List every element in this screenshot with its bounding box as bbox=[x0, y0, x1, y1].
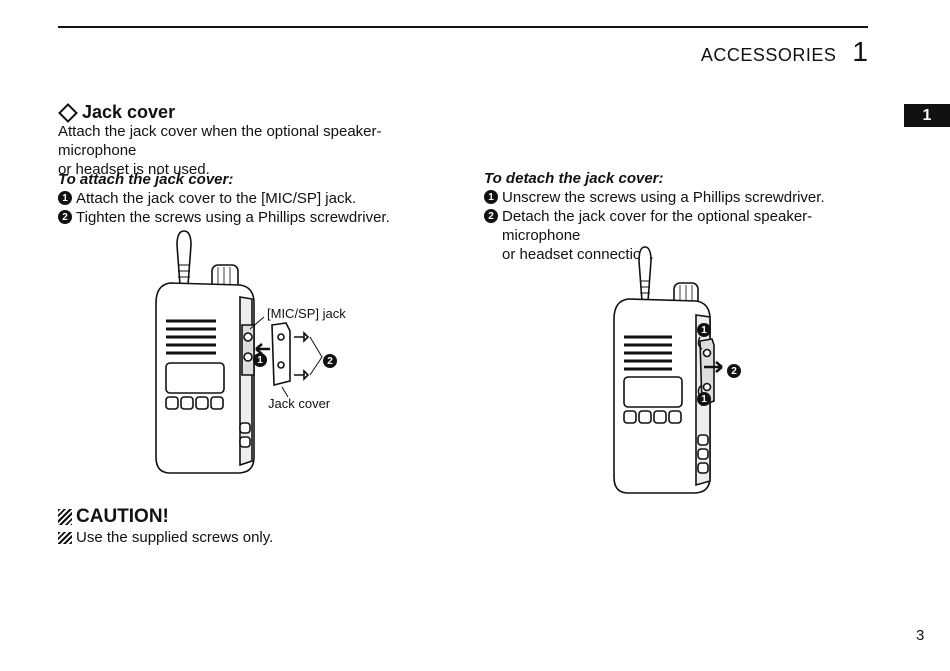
figure-callout-1-bottom: 1 bbox=[697, 392, 711, 406]
label-mic-sp-jack: [MIC/SP] jack bbox=[267, 306, 346, 321]
figure-callout-1: 1 bbox=[253, 353, 267, 367]
diamond-icon bbox=[58, 102, 78, 123]
detach-step-2-text-line-2: or headset connection. bbox=[502, 246, 654, 263]
detach-arrow bbox=[704, 361, 723, 373]
attach-figure bbox=[155, 230, 323, 474]
figure-callout-2: 2 bbox=[323, 354, 337, 368]
intro-line-1: Attach the jack cover when the optional … bbox=[58, 123, 382, 159]
label-jack-cover: Jack cover bbox=[268, 396, 331, 411]
chapter-side-tab[interactable]: 1 bbox=[904, 104, 950, 127]
caution-box: CAUTION! Use the supplied screws only. bbox=[58, 506, 273, 546]
page-header: ACCESSORIES 1 bbox=[701, 36, 868, 68]
section-title: Jack cover bbox=[82, 102, 176, 122]
caution-hatch-icon bbox=[58, 531, 72, 544]
header-title: ACCESSORIES bbox=[700, 45, 837, 65]
caution-text: Use the supplied screws only. bbox=[76, 529, 274, 546]
header-chapter-number: 1 bbox=[852, 36, 868, 67]
radio-display bbox=[165, 362, 225, 394]
radio-display bbox=[623, 376, 683, 408]
step-number-badge: 1 bbox=[58, 191, 72, 205]
header-rule bbox=[58, 26, 868, 28]
step-number-badge: 2 bbox=[484, 209, 498, 223]
caution-title: CAUTION! bbox=[76, 506, 169, 527]
detach-step-1-text: Unscrew the screws using a Phillips scre… bbox=[502, 189, 825, 206]
figure-callout-2: 2 bbox=[727, 364, 741, 378]
intro-line-2: or headset is not used. bbox=[58, 161, 210, 178]
detach-step-2-text-line-1: Detach the jack cover for the optional s… bbox=[502, 208, 813, 244]
jack-cover-part bbox=[271, 322, 291, 387]
detach-step-1: 1 Unscrew the screws using a Phillips sc… bbox=[484, 188, 884, 207]
attach-instructions: To attach the jack cover: 1 Attach the j… bbox=[58, 170, 478, 227]
caution-hatch-icon bbox=[58, 509, 72, 525]
section-intro: Attach the jack cover when the optional … bbox=[58, 122, 458, 179]
attach-heading: To attach the jack cover: bbox=[58, 171, 234, 188]
detach-step-2: 2 Detach the jack cover for the optional… bbox=[484, 207, 884, 264]
detach-heading: To detach the jack cover: bbox=[484, 170, 664, 187]
detach-figure bbox=[613, 246, 723, 494]
detach-instructions: To detach the jack cover: 1 Unscrew the … bbox=[484, 169, 884, 264]
screw-bottom bbox=[294, 369, 310, 381]
page-number: 3 bbox=[916, 627, 925, 644]
attach-step-2-text: Tighten the screws using a Phillips scre… bbox=[76, 209, 390, 226]
section-heading: Jack cover bbox=[58, 102, 175, 123]
step-number-badge: 1 bbox=[484, 190, 498, 204]
figure-callout-1-top: 1 bbox=[697, 323, 711, 337]
attach-step-1: 1 Attach the jack cover to the [MIC/SP] … bbox=[58, 189, 478, 208]
step-number-badge: 2 bbox=[58, 210, 72, 224]
screw-top bbox=[294, 331, 310, 343]
attach-step-2: 2 Tighten the screws using a Phillips sc… bbox=[58, 208, 478, 227]
attach-step-1-text: Attach the jack cover to the [MIC/SP] ja… bbox=[76, 190, 357, 207]
